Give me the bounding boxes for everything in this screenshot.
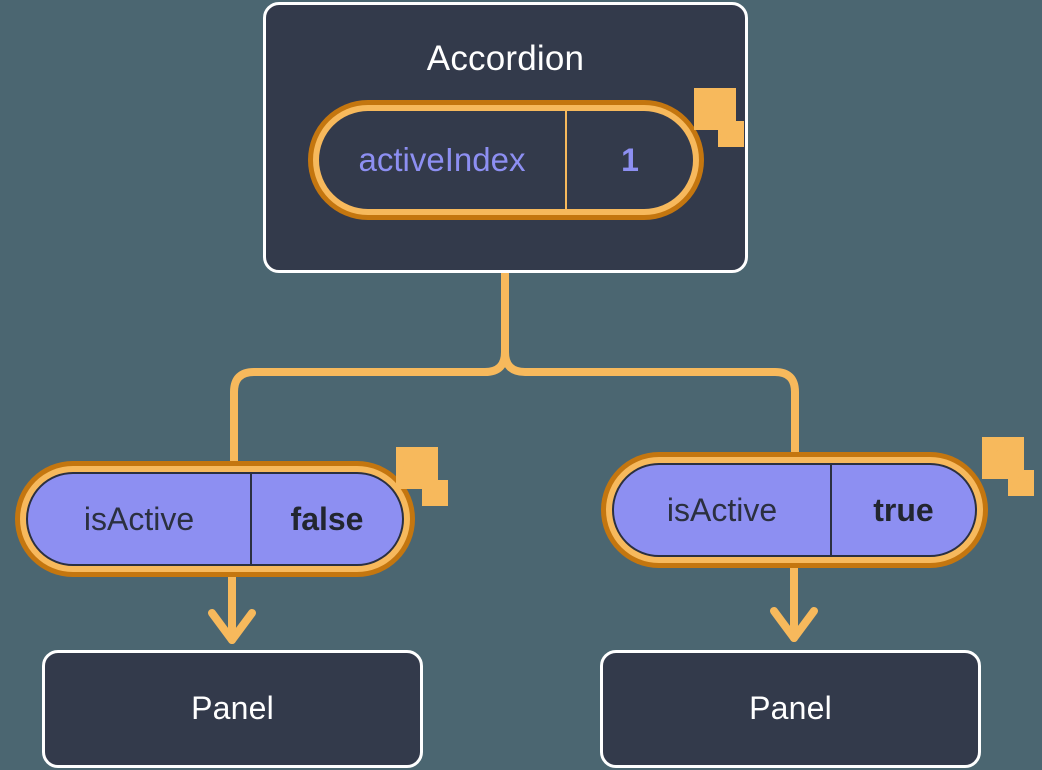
arrow-down-icon-right [770, 564, 818, 642]
state-pill-ring: isActive true [606, 457, 983, 563]
state-name-isactive-left: isActive [83, 500, 195, 537]
component-title-panel-left: Panel [191, 690, 274, 726]
state-value-isactive-left: false [290, 500, 364, 537]
component-title-panel-right: Panel [749, 690, 832, 726]
state-pill-body: isActive true [612, 463, 977, 557]
state-pill-activeindex[interactable]: activeIndex 1 [308, 100, 704, 220]
state-pill-body: isActive false [26, 472, 404, 566]
edge-accordion-to-panel-left [230, 269, 509, 467]
edge-accordion-to-panel-right [501, 269, 799, 459]
sparkle-four-point-icon [982, 437, 1024, 479]
sparkle-four-point-small-icon [422, 480, 448, 506]
state-value-isactive-right: true [873, 491, 934, 528]
state-pill-divider [830, 465, 832, 555]
state-name-isactive-right: isActive [666, 491, 778, 528]
state-name-activeindex: activeIndex [319, 111, 567, 209]
state-pill-isactive-right[interactable]: isActive true [601, 452, 988, 568]
state-pill-ring: activeIndex 1 [313, 105, 699, 215]
sparkle-four-point-small-icon [1008, 470, 1034, 496]
state-value-activeindex: 1 [621, 141, 639, 178]
state-pill-body: activeIndex 1 [319, 111, 693, 209]
state-pill-divider [250, 474, 252, 564]
component-node-panel-left[interactable]: Panel [42, 650, 423, 768]
arrow-down-icon-left [208, 573, 256, 644]
state-pill-isactive-left[interactable]: isActive false [15, 461, 415, 577]
component-node-panel-right[interactable]: Panel [600, 650, 981, 768]
state-pill-ring: isActive false [20, 466, 410, 572]
component-title-accordion: Accordion [426, 39, 585, 78]
